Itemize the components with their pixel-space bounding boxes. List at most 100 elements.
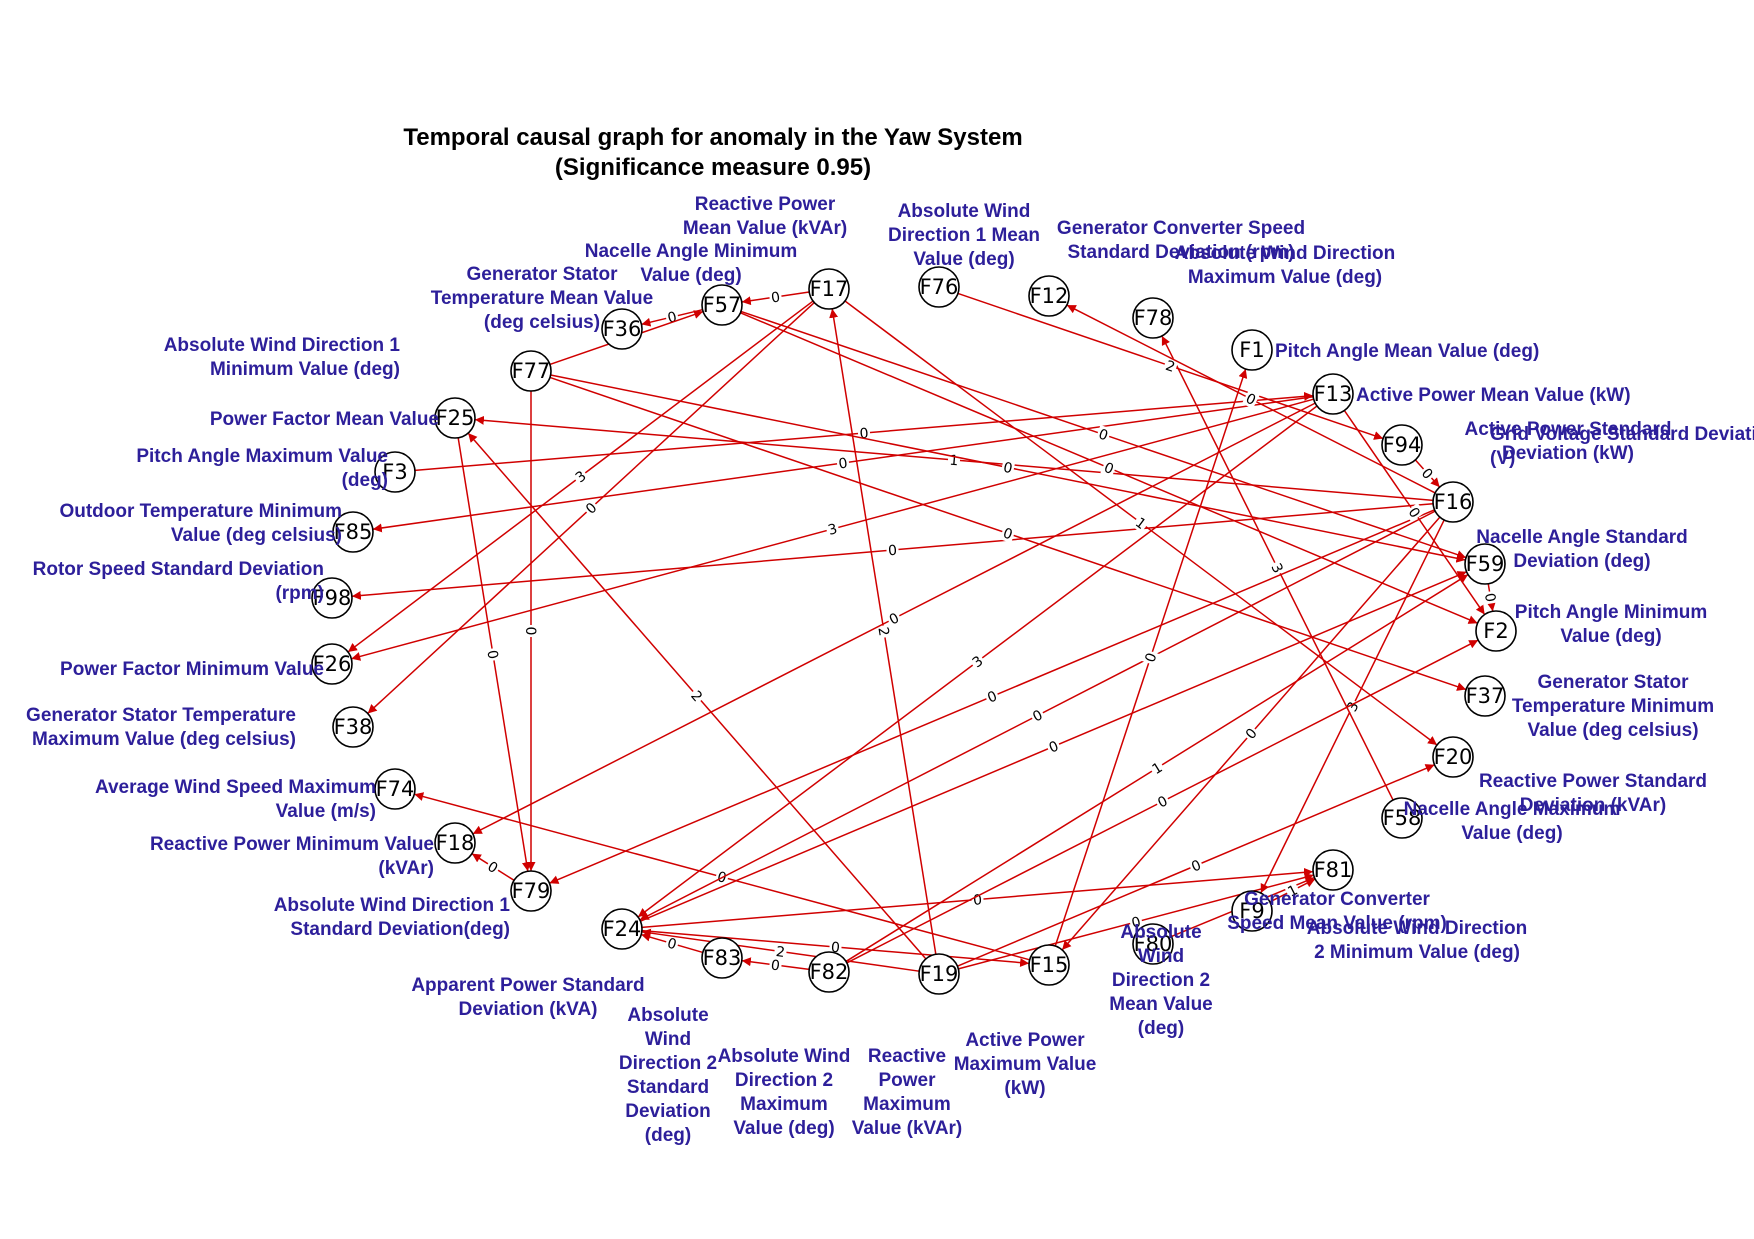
- node-description-label: Apparent Power Standard: [411, 975, 644, 996]
- node-circle: [1464, 675, 1506, 717]
- edge-lag-background: [1000, 458, 1016, 477]
- node-description-label: Temperature Minimum: [1512, 696, 1714, 717]
- node-description-label: (deg): [645, 1125, 691, 1146]
- node-id-label: F36: [603, 317, 642, 341]
- node-id-label: F83: [703, 946, 742, 970]
- node-description-label: Nacelle Angle Standard: [1476, 527, 1688, 548]
- edge-lag-background: [1342, 697, 1363, 716]
- node-description-label: Deviation: [625, 1101, 711, 1122]
- node-circle: [332, 706, 374, 748]
- node-description-label: Reactive: [868, 1046, 946, 1067]
- edge-lag-background: [664, 934, 680, 953]
- node-description-label: Generator Converter Speed: [1057, 218, 1305, 239]
- node-description-label: Deviation (deg): [1513, 551, 1650, 572]
- node-circle: [434, 822, 476, 864]
- edge-lag-background: [570, 466, 591, 487]
- edge-lag-background: [1481, 590, 1500, 605]
- node-circle: [510, 870, 552, 912]
- node-circle: [374, 451, 416, 493]
- node-description-label: Value (deg celsius): [1527, 720, 1698, 741]
- node-id-label: F16: [1434, 490, 1473, 514]
- edge-lag-background: [768, 956, 783, 974]
- edge-F82-F59: 1: [845, 573, 1469, 963]
- node-circle: [1132, 923, 1174, 965]
- node-id-label: F80: [1134, 932, 1173, 956]
- node-circle: [510, 350, 552, 392]
- node-description-label: Speed Mean Value (rpm): [1227, 913, 1447, 934]
- node-id-label: F79: [512, 879, 551, 903]
- node-description-label: Absolute Wind Direction: [1175, 243, 1395, 264]
- node-id-label: F2: [1483, 619, 1508, 643]
- node-description-label: Mean Value (kVAr): [683, 218, 847, 239]
- node-id-label: F58: [1383, 806, 1422, 830]
- graph-subtitle: (Significance measure 0.95): [555, 154, 871, 181]
- edge-lag-label: 0: [770, 957, 781, 974]
- edge-lag-background: [970, 891, 985, 908]
- node-description-label: Power Factor Mean Value: [210, 409, 439, 430]
- node-id-label: F38: [334, 715, 373, 739]
- node-description-label: Nacelle Angle Minimum: [585, 241, 798, 262]
- node-description-label: (kW): [1004, 1078, 1045, 1099]
- edge-F13-F2: 0: [1343, 410, 1486, 615]
- node-id-label: F24: [603, 917, 642, 941]
- edge-F16-F25: 1: [474, 415, 1434, 502]
- node-description-label: Absolute Wind: [718, 1046, 851, 1067]
- node-circle: [1475, 610, 1517, 652]
- edge-lag-label: 0: [859, 426, 869, 443]
- node-circle: [1381, 797, 1423, 839]
- node-description-label: Generator Stator: [467, 264, 619, 285]
- node-description-label: Nacelle Angle Maximum: [1404, 799, 1621, 820]
- edges-layer: 0003000220100300000130002001100003320100…: [347, 288, 1500, 975]
- node-circle: [918, 953, 960, 995]
- edge-lag-label: 0: [483, 649, 500, 660]
- node-id-label: F76: [920, 275, 959, 299]
- node-id-label: F81: [1314, 858, 1353, 882]
- node-circle: [311, 643, 353, 685]
- node-id-label: F77: [512, 359, 551, 383]
- node-description-label: Value (m/s): [276, 801, 376, 822]
- edge-F24-F59: 0: [640, 571, 1467, 922]
- graph-title: Temporal causal graph for anomaly in the…: [403, 124, 1022, 151]
- node-circle: [808, 268, 850, 310]
- edge-lag-background: [999, 523, 1017, 544]
- edge-lag-background: [523, 625, 539, 637]
- node-id-label: F17: [810, 277, 849, 301]
- edge-lag-background: [967, 651, 988, 672]
- edge-lag-label: 0: [1130, 914, 1143, 932]
- node-description-label: Pitch Angle Mean Value (deg): [1275, 341, 1539, 362]
- node-description-label: Direction 1 Mean: [888, 225, 1040, 246]
- edge-F82-F83: 0: [741, 956, 810, 975]
- node-description-label: Average Wind Speed Maximum: [95, 777, 376, 798]
- edge-F79-F18: 0: [471, 853, 515, 881]
- node-description-label: Reactive Power Standard: [1479, 771, 1707, 792]
- node-id-label: F74: [376, 777, 415, 801]
- node-circle: [1432, 481, 1474, 523]
- node-description-label: Direction 2: [619, 1053, 717, 1074]
- edge-lag-background: [875, 624, 893, 639]
- edge-F13-F18: 0: [472, 402, 1316, 835]
- edge-lag-background: [1131, 513, 1151, 533]
- edge-lag-background: [1162, 356, 1179, 376]
- node-description-label: Direction 2: [1112, 970, 1210, 991]
- node-description-label: Absolute: [1120, 922, 1201, 943]
- edge-F13-F85: 0: [372, 396, 1314, 533]
- edge-lag-label: 0: [666, 309, 678, 327]
- edge-F82-F2: 0: [846, 639, 1479, 964]
- node-description-label: Absolute Wind Direction 1: [274, 895, 511, 916]
- node-circle: [1028, 275, 1070, 317]
- edge-F77-F79: 0: [522, 391, 539, 871]
- node-description-label: Value (deg): [640, 265, 741, 286]
- edge-F57-F36: 0: [641, 307, 703, 327]
- node-circle: [1312, 373, 1354, 415]
- edge-F17-F57: 0: [741, 288, 810, 307]
